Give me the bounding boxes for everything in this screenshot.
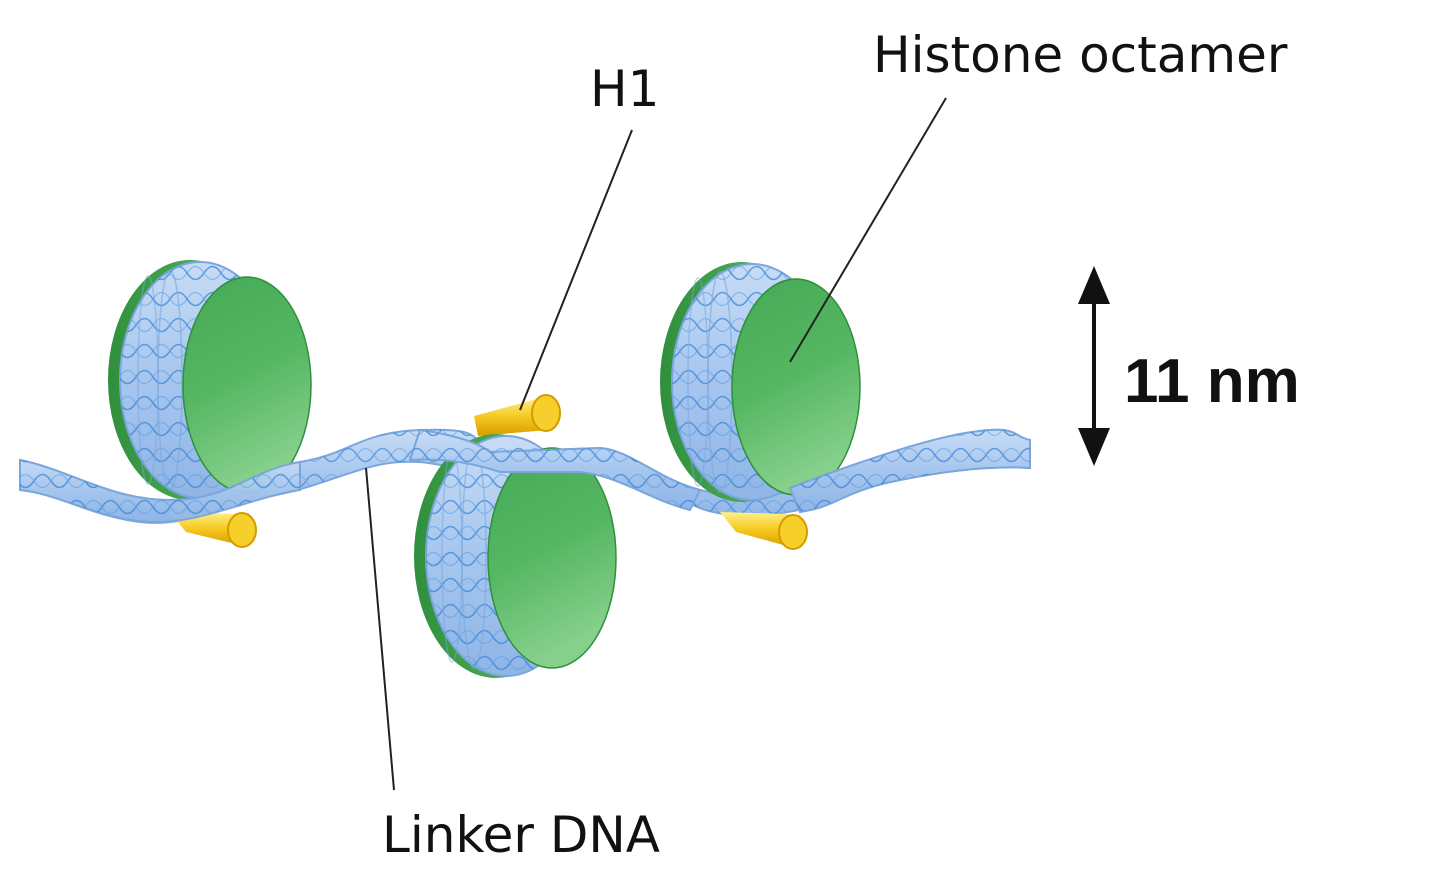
label-h1: H1 <box>590 60 660 118</box>
leader-line-h1 <box>519 129 633 411</box>
h1-rod-right <box>720 512 808 550</box>
h1-rod-left <box>170 512 257 548</box>
scale-arrow <box>1078 266 1110 466</box>
leader-line-linker <box>365 467 395 791</box>
label-scale: 11 nm <box>1124 347 1300 416</box>
leader-line-histone <box>789 97 947 363</box>
nucleosome-center <box>414 434 617 678</box>
dna-front-segment <box>19 428 1031 524</box>
nucleosome-left <box>108 260 312 500</box>
label-histone-octamer: Histone octamer <box>873 26 1288 84</box>
nucleosome-right <box>660 262 861 502</box>
h1-rod-center <box>474 394 561 436</box>
dna-center-crossing <box>408 428 702 512</box>
label-linker-dna: Linker DNA <box>382 806 660 864</box>
